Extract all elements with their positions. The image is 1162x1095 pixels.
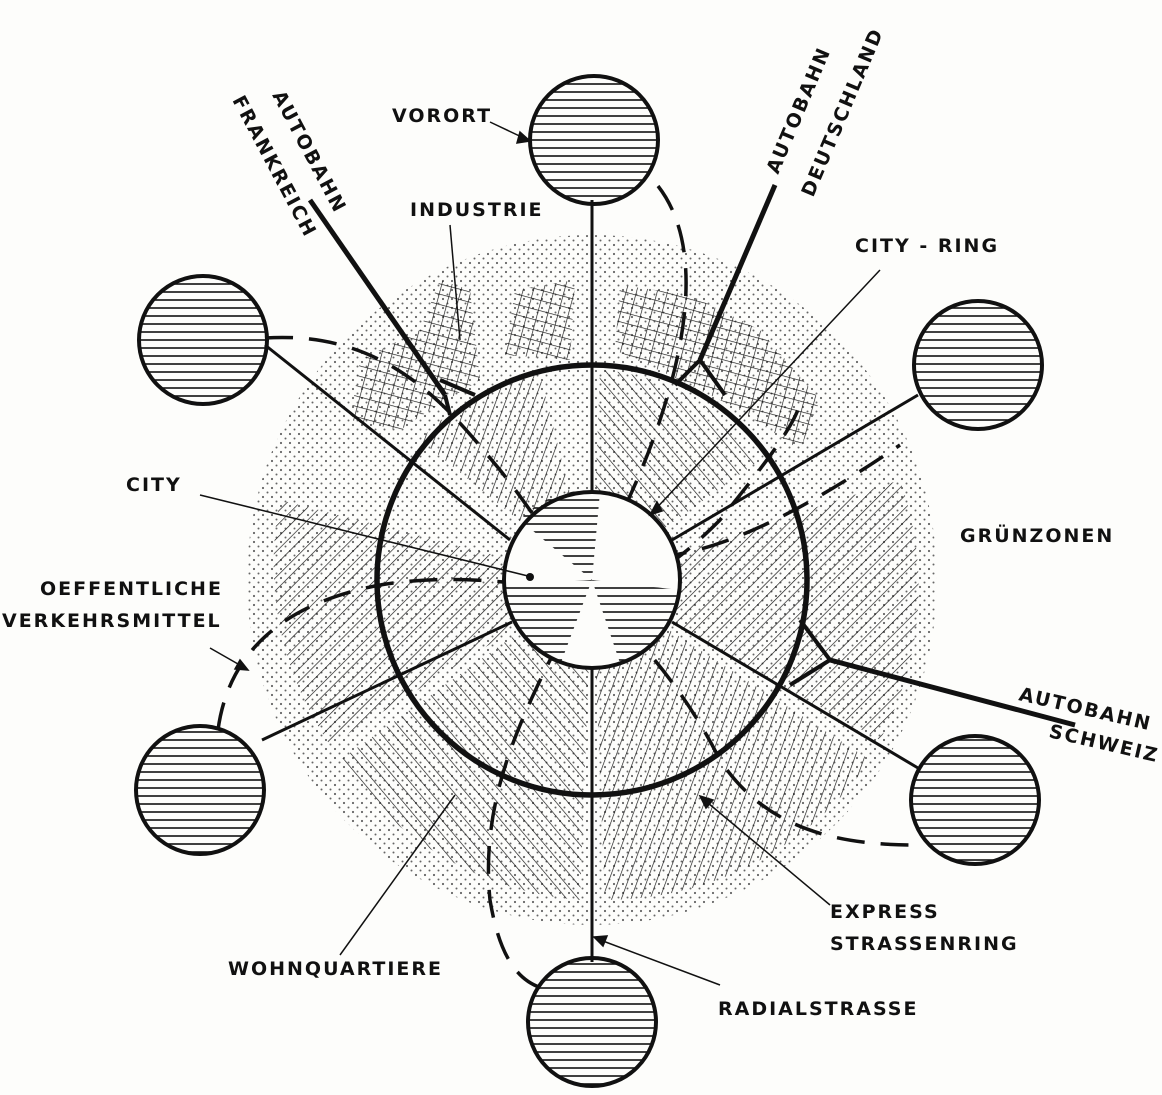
- label-wohnquartiere: WOHNQUARTIERE: [228, 958, 443, 980]
- arrow-radialstrasse: [592, 935, 609, 948]
- transit-line-2: [216, 399, 802, 731]
- city-center-hatch: [505, 490, 680, 665]
- label-city-ring: CITY - RING: [855, 235, 999, 257]
- autobahn-schweiz-branch: [788, 618, 832, 687]
- radial-street-northwest: [264, 343, 511, 542]
- transit-line-3: [486, 184, 688, 992]
- label-autobahn-deutschland-2: DEUTSCHLAND: [797, 25, 888, 200]
- autobahns: [307, 184, 1076, 728]
- radial-street-northeast: [671, 393, 919, 542]
- leader-lines: [199, 121, 881, 986]
- industry-zone-north: [505, 280, 575, 360]
- leader-industrie: [449, 224, 461, 341]
- leader-radialstrasse: [594, 937, 721, 986]
- suburb-southeast: [909, 734, 1041, 866]
- suburb-west: [137, 274, 269, 406]
- leader-city: [199, 494, 529, 577]
- label-oeffentliche-2: VERKEHRSMITTEL: [2, 610, 222, 632]
- label-oeffentliche-1: OEFFENTLICHE: [40, 578, 223, 600]
- autobahn-deutschland: [697, 184, 778, 361]
- label-city: CITY: [126, 474, 182, 496]
- label-industrie: INDUSTRIE: [410, 199, 544, 221]
- label-gruenzonen: GRÜNZONEN: [960, 523, 1114, 547]
- autobahn-schweiz: [829, 657, 1076, 728]
- suburb-southwest: [134, 724, 266, 856]
- industry-zone-northeast: [615, 285, 820, 450]
- arrow-vorort: [515, 130, 532, 144]
- leader-wohnquartiere: [339, 794, 456, 956]
- transit-line-4: [614, 443, 901, 560]
- suburb-east: [912, 299, 1044, 431]
- label-express-2: STRASSENRING: [830, 933, 1019, 955]
- arrow-express: [698, 794, 715, 810]
- label-vorort: VORORT: [392, 105, 492, 127]
- radial-streets: [261, 200, 919, 962]
- suburb-north: [528, 74, 660, 206]
- arrow-city-ring: [648, 500, 664, 517]
- leader-city-ring: [649, 269, 881, 516]
- express-ring: [374, 362, 810, 798]
- autobahn-frankreich: [307, 198, 448, 397]
- label-radialstrasse: RADIALSTRASSE: [718, 998, 918, 1020]
- arrow-oeffentliche: [233, 658, 250, 671]
- autobahn-deutschland-branch: [673, 358, 727, 397]
- radial-street-southwest: [261, 620, 513, 742]
- residential-sector-southeast: [592, 580, 870, 901]
- residential-sector-southwest: [340, 580, 592, 900]
- city-marker-dot: [526, 573, 534, 581]
- autobahn-frankreich-branch: [439, 378, 476, 416]
- residential-sector-east: [592, 480, 919, 740]
- leader-express: [701, 797, 831, 906]
- radial-street-southeast: [671, 620, 919, 770]
- label-express-1: EXPRESS: [830, 901, 940, 923]
- suburb-south: [526, 956, 658, 1088]
